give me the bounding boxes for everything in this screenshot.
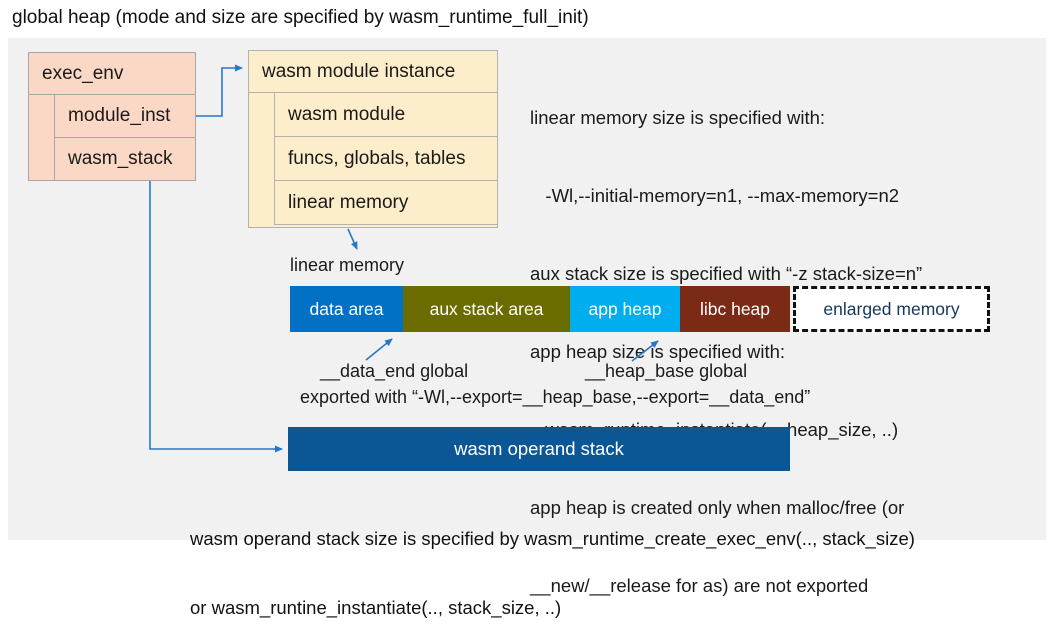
exec-env-title: exec_env: [29, 53, 195, 95]
export-note: exported with “-Wl,--export=__heap_base,…: [300, 387, 811, 407]
wasm-module-instance-box: wasm module instance wasm module funcs, …: [248, 50, 498, 228]
wasm-operand-stack-bar: wasm operand stack: [288, 427, 790, 471]
wasm-module-instance-rows: wasm module funcs, globals, tables linea…: [274, 92, 498, 225]
wasm-operand-stack-label: wasm operand stack: [454, 438, 624, 459]
funcs-globals-tables-box: funcs, globals, tables: [274, 136, 498, 181]
note-line: -Wl,--initial-memory=n1, --max-memory=n2: [530, 185, 900, 206]
libc-heap-segment: libc heap: [680, 286, 790, 332]
operand-stack-notes: wasm operand stack size is specified by …: [190, 481, 915, 642]
enlarged-memory-segment: enlarged memory: [793, 286, 990, 332]
linear-memory-label: linear memory: [290, 255, 405, 275]
page-title: global heap (mode and size are specified…: [12, 7, 589, 28]
aux-stack-area-segment: aux stack area: [403, 286, 570, 332]
exec-env-rows: module_inst wasm_stack: [54, 94, 196, 181]
note-line: linear memory size is specified with:: [530, 107, 826, 128]
note-line: app heap size is specified with:: [530, 341, 786, 362]
wasm-module-instance-title: wasm module instance: [249, 51, 497, 93]
note-line: app heap is created only when malloc/fre…: [530, 497, 905, 518]
note-line: or wasm_runtine_instantiate(.., stack_si…: [190, 597, 562, 618]
app-heap-segment: app heap: [570, 286, 680, 332]
wasm-module-box: wasm module: [274, 92, 498, 137]
wasm-stack-box: wasm_stack: [54, 137, 196, 181]
linear-memory-box: linear memory: [274, 180, 498, 225]
linear-memory-bar: data area aux stack area app heap libc h…: [290, 286, 990, 332]
heap-base-global-label: __heap_base global: [585, 361, 748, 381]
data-area-segment: data area: [290, 286, 403, 332]
note-line: wasm operand stack size is specified by …: [190, 528, 915, 549]
data-end-global-label: __data_end global: [320, 361, 469, 381]
diagram-page: { "title": "global heap (mode and size a…: [8, 7, 1046, 618]
exec-env-box: exec_env module_inst wasm_stack: [28, 52, 196, 181]
module-inst-box: module_inst: [54, 94, 196, 138]
note-line: aux stack size is specified with “-z sta…: [530, 263, 923, 284]
